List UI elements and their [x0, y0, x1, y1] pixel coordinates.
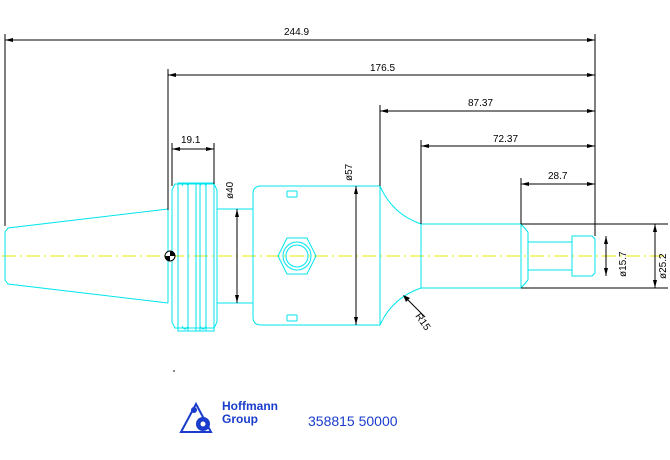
- dim-length-from-body: 87.37: [468, 98, 493, 109]
- part-number: 358815 50000: [308, 413, 398, 429]
- tip: [571, 235, 596, 277]
- brand-name: Hoffmann Group: [222, 399, 278, 426]
- flange: [171, 182, 253, 332]
- dim-tip-length: 28.7: [548, 171, 568, 182]
- dim-length-from-flange: 176.5: [370, 63, 395, 74]
- dim-flange-diameter: ø40: [225, 181, 236, 199]
- hoffmann-group-logo: [179, 401, 213, 433]
- dim-neck-length: 72.37: [493, 134, 518, 145]
- brand-line-2: Group: [222, 412, 258, 426]
- gauge-point-marker: [164, 250, 176, 262]
- dim-fillet-radius: R15: [413, 311, 433, 333]
- tool-holder-outline: [4, 182, 596, 332]
- dim-flange-width: 19.1: [181, 135, 201, 146]
- taper-cone: [4, 208, 169, 304]
- footer: Hoffmann Group 358815 50000: [178, 398, 438, 438]
- brand-line-1: Hoffmann: [222, 399, 278, 413]
- dim-overall-length: 244.9: [284, 27, 309, 38]
- dim-tip-diameter: ø15.7: [618, 251, 629, 277]
- dim-shank-diameter: ø25.2: [658, 253, 669, 279]
- stray-dot: [173, 370, 175, 372]
- dimension-lines: [4, 34, 668, 325]
- dim-body-diameter: ø57: [344, 163, 355, 181]
- neck: [379, 185, 522, 326]
- clamp-screw: [277, 237, 317, 275]
